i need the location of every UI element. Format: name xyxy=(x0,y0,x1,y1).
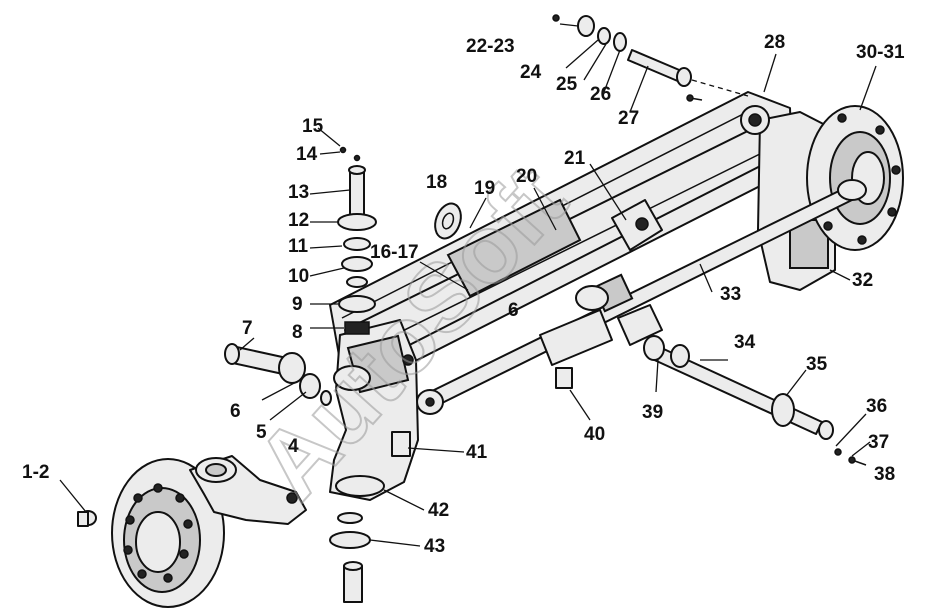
part-labels: 1-2 4 5 6 6 7 8 9 10 11 12 13 14 15 16-1… xyxy=(22,32,905,557)
label-12: 12 xyxy=(288,210,309,231)
label-11: 11 xyxy=(288,236,309,257)
center-pivot-block xyxy=(575,199,663,313)
left-wheel-hub xyxy=(77,455,307,608)
label-26: 26 xyxy=(590,84,611,105)
label-36: 36 xyxy=(866,396,887,417)
label-27: 27 xyxy=(618,108,639,129)
label-38: 38 xyxy=(874,464,895,485)
label-40: 40 xyxy=(584,424,605,445)
spindle-pin xyxy=(224,343,332,406)
label-16-17: 16-17 xyxy=(370,242,419,263)
label-15: 15 xyxy=(302,116,324,137)
label-42: 42 xyxy=(428,500,449,521)
label-8: 8 xyxy=(292,322,303,343)
label-7: 7 xyxy=(242,318,253,339)
label-19: 19 xyxy=(474,178,495,199)
label-14: 14 xyxy=(296,144,318,165)
king-pin-stack xyxy=(337,146,377,335)
label-35: 35 xyxy=(806,354,828,375)
label-25: 25 xyxy=(556,74,578,95)
tie-rod xyxy=(416,179,867,415)
label-30-31: 30-31 xyxy=(856,42,905,63)
top-bolt-stack xyxy=(552,14,749,102)
label-18: 18 xyxy=(426,172,447,193)
right-wheel-hub xyxy=(806,105,904,251)
left-knuckle-assembly xyxy=(329,319,419,501)
label-13: 13 xyxy=(288,182,309,203)
label-28: 28 xyxy=(764,32,785,53)
leader-lines xyxy=(59,23,877,547)
washer-18 xyxy=(434,202,462,240)
label-6b: 6 xyxy=(508,300,519,321)
label-39: 39 xyxy=(642,402,663,423)
label-34: 34 xyxy=(734,332,756,353)
label-5: 5 xyxy=(256,422,267,443)
label-43: 43 xyxy=(424,536,445,557)
label-10: 10 xyxy=(288,266,309,287)
lower-king-pin xyxy=(329,512,371,603)
lower-bracket xyxy=(539,304,663,389)
label-1-2: 1-2 xyxy=(22,462,49,483)
label-22-23: 22-23 xyxy=(466,36,515,57)
label-20: 20 xyxy=(516,166,537,187)
label-21: 21 xyxy=(564,148,586,169)
label-9: 9 xyxy=(292,294,303,315)
label-6: 6 xyxy=(230,401,241,422)
label-33: 33 xyxy=(720,284,741,305)
label-32: 32 xyxy=(852,270,873,291)
label-37: 37 xyxy=(868,432,889,453)
label-24: 24 xyxy=(520,62,542,83)
axle-beam xyxy=(329,91,793,381)
label-4: 4 xyxy=(288,436,299,457)
label-41: 41 xyxy=(466,442,488,463)
pivot-pin xyxy=(643,335,867,466)
